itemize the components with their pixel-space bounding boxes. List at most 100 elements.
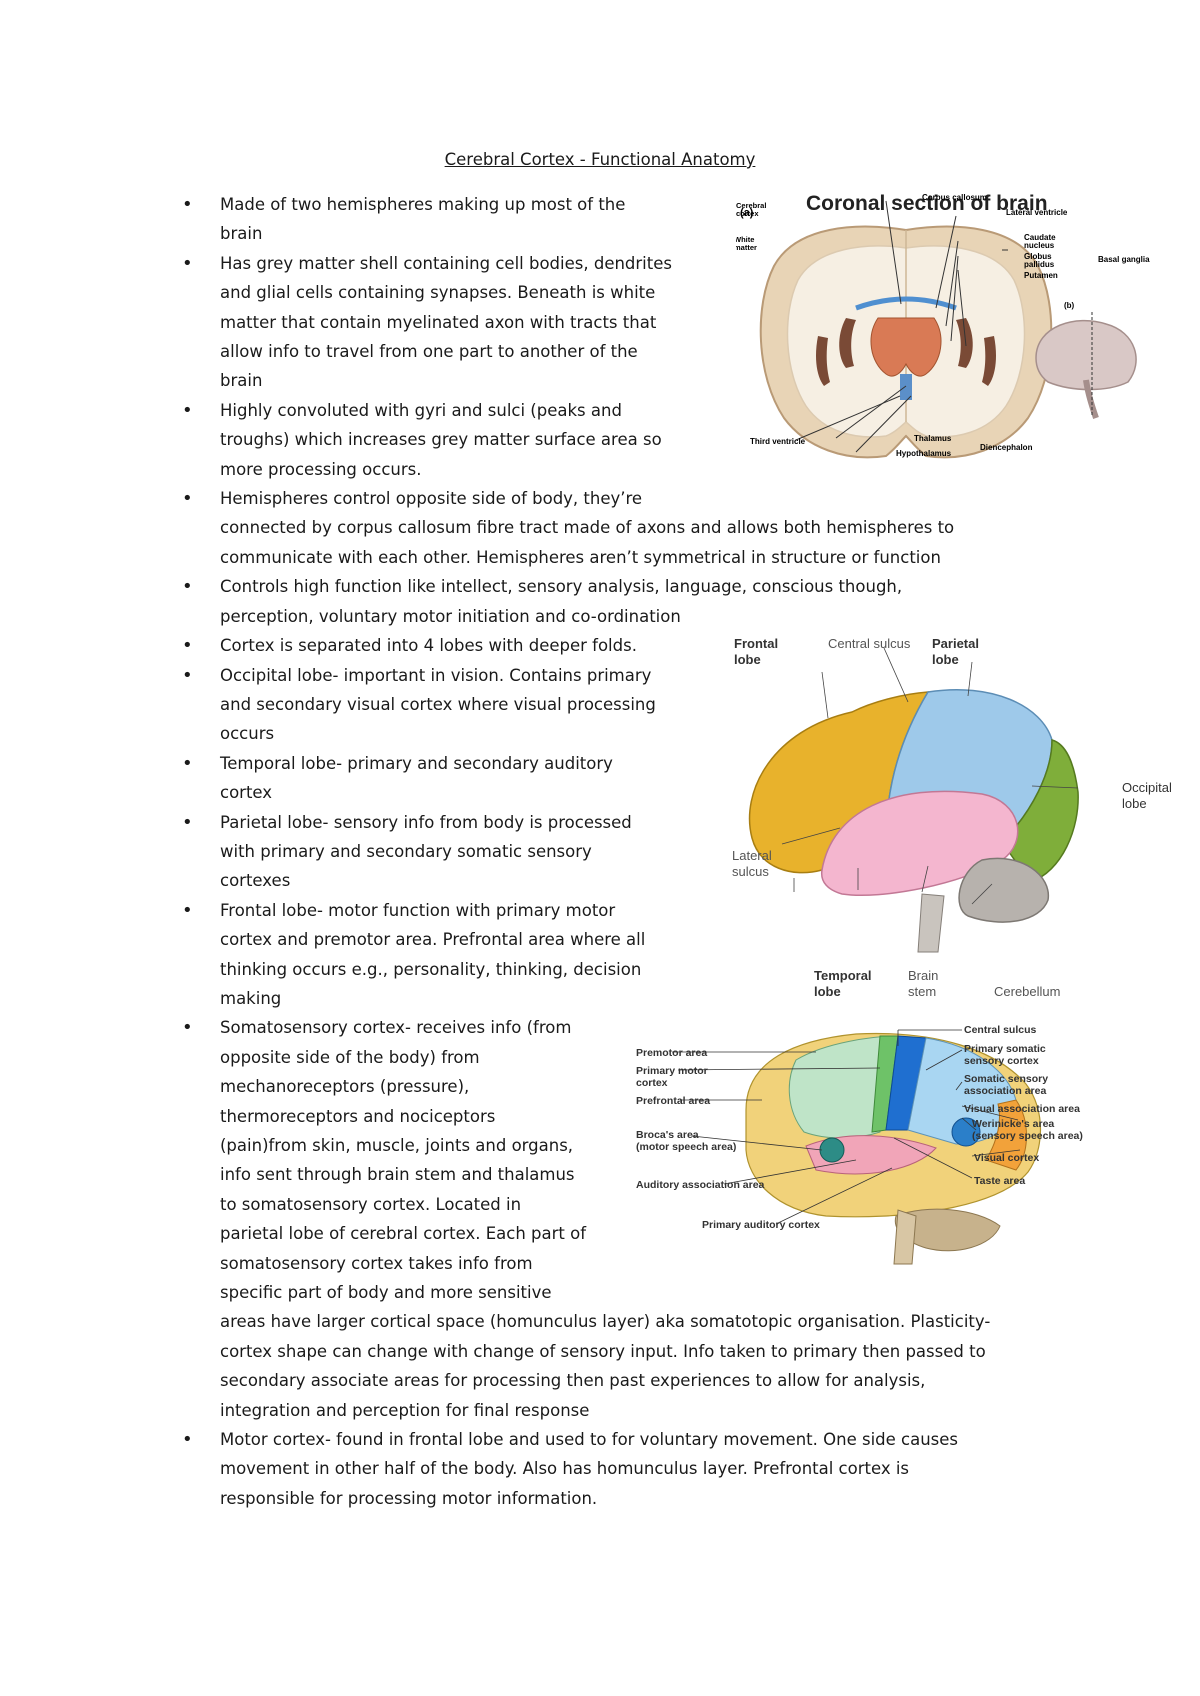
bullet-text-line: Temporal lobe- primary and secondary aud… bbox=[220, 753, 613, 773]
bullet-text-line: Occipital lobe- important in vision. Con… bbox=[220, 665, 652, 685]
bullet-text-line: brain bbox=[220, 371, 263, 391]
label-areas-central-sulcus: Central sulcus bbox=[964, 1024, 1037, 1036]
bullet-item: Parietal lobe- sensory info from body is… bbox=[182, 808, 1062, 896]
bullet-text-line: allow info to travel from one part to an… bbox=[220, 342, 638, 362]
bullet-text-line: secondary associate areas for processing… bbox=[220, 1371, 926, 1391]
page-title: Cerebral Cortex - Functional Anatomy bbox=[444, 150, 756, 169]
bullet-item: Motor cortex- found in frontal lobe and … bbox=[182, 1425, 1062, 1513]
label-brocas-area: Broca's area (motor speech area) bbox=[636, 1129, 736, 1153]
brain-lobes-figure: Frontal lobe Central sulcus Parietal lob… bbox=[732, 636, 1175, 999]
label-thalamus: Thalamus bbox=[914, 434, 952, 443]
label-temporal-lobe: Temporal lobe bbox=[814, 968, 875, 999]
lobes-brain-drawing bbox=[748, 688, 1079, 953]
bullet-text-line: and glial cells containing synapses. Ben… bbox=[220, 283, 656, 303]
label-primary-auditory-cortex: Primary auditory cortex bbox=[702, 1219, 820, 1231]
label-auditory-association-area: Auditory association area bbox=[636, 1179, 765, 1191]
label-parietal-lobe: Parietal lobe bbox=[932, 636, 983, 667]
bullet-list: Made of two hemispheres making up most o… bbox=[182, 190, 1062, 1513]
bullet-item: Made of two hemispheres making up most o… bbox=[182, 190, 1062, 249]
bullet-text-line: connected by corpus callosum fibre tract… bbox=[220, 518, 955, 538]
bullet-text-line: perception, voluntary motor initiation a… bbox=[220, 606, 681, 626]
bullet-text-line: brain bbox=[220, 224, 263, 244]
bullet-text-line: Somatosensory cortex- receives info (fro… bbox=[220, 1018, 572, 1038]
lobes-leader-lines bbox=[781, 647, 1079, 905]
coronal-leader-lines bbox=[795, 200, 1008, 453]
label-cerebral-cortex: Cerebral cortex bbox=[736, 201, 769, 218]
label-lateral-ventricle: Lateral ventricle bbox=[1006, 208, 1068, 217]
label-caudate-nucleus: Caudate nucleus bbox=[1024, 233, 1058, 250]
label-basal-ganglia: Basal ganglia bbox=[1098, 255, 1150, 264]
label-prefrontal-area: Prefrontal area bbox=[636, 1095, 710, 1107]
bullet-text-line: (pain)from skin, muscle, joints and orga… bbox=[220, 1136, 574, 1155]
panel-a-label: (a) bbox=[740, 207, 754, 219]
bullet-text-line: cortex bbox=[220, 783, 273, 803]
bullet-text-line: more processing occurs. bbox=[220, 459, 422, 479]
label-corpus-callosum: Corpus callosum bbox=[922, 193, 987, 202]
label-diencephalon: Diencephalon bbox=[980, 443, 1033, 452]
bullet-text-line: specific part of body and more sensitive bbox=[220, 1283, 552, 1303]
bullet-text-line: Controls high function like intellect, s… bbox=[220, 577, 903, 597]
label-frontal-lobe: Frontal lobe bbox=[734, 636, 782, 667]
bullet-text-line: communicate with each other. Hemispheres… bbox=[220, 547, 941, 567]
sagittal-brain-thumbnail bbox=[1035, 312, 1137, 419]
bullet-text-line: cortex shape can change with change of s… bbox=[220, 1341, 986, 1361]
bullet-text-line: matter that contain myelinated axon with… bbox=[220, 312, 657, 332]
coronal-section-figure: (a) Coronal section of brain bbox=[736, 192, 1150, 459]
bullet-item: Controls high function like intellect, s… bbox=[182, 572, 1062, 631]
label-primary-motor-cortex: Primary motor cortex bbox=[636, 1065, 711, 1089]
label-white-matter: White matter bbox=[736, 235, 757, 252]
label-cerebellum: Cerebellum bbox=[994, 984, 1060, 999]
bullet-text-line: parietal lobe of cerebral cortex. Each p… bbox=[220, 1224, 587, 1244]
bullet-text-line: somatosensory cortex takes info from bbox=[220, 1253, 533, 1273]
bullet-text-line: Hemispheres control opposite side of bod… bbox=[220, 489, 643, 509]
coronal-brain-slice bbox=[759, 225, 1053, 459]
coronal-heading: Coronal section of brain bbox=[806, 192, 1048, 215]
label-visual-cortex: Visual cortex bbox=[974, 1152, 1039, 1164]
bullet-text-line: areas have larger cortical space (homunc… bbox=[220, 1312, 991, 1332]
label-hypothalamus: Hypothalamus bbox=[896, 449, 952, 458]
bullet-item: Highly convoluted with gyri and sulci (p… bbox=[182, 396, 1062, 484]
bullet-text-line: making bbox=[220, 988, 282, 1008]
bullet-text-line: with primary and secondary somatic senso… bbox=[220, 841, 592, 861]
label-somatic-sensory-association-area: Somatic sensory association area bbox=[964, 1073, 1051, 1097]
bullet-text-line: occurs bbox=[220, 724, 275, 744]
bullet-text-line: troughs) which increases grey matter sur… bbox=[220, 430, 662, 450]
bullet-item: Cortex is separated into 4 lobes with de… bbox=[182, 631, 1062, 661]
label-lateral-sulcus: Lateral sulcus bbox=[732, 848, 775, 879]
label-occipital-lobe: Occipital lobe bbox=[1122, 780, 1175, 811]
bullet-text-line: cortexes bbox=[220, 871, 291, 891]
areas-leader-lines bbox=[672, 1029, 1021, 1225]
bullet-item: Hemispheres control opposite side of bod… bbox=[182, 484, 1062, 572]
bullet-text-line: thermoreceptors and nociceptors bbox=[220, 1106, 496, 1126]
bullet-text-line: Highly convoluted with gyri and sulci (p… bbox=[220, 400, 622, 420]
label-putamen: Putamen bbox=[1024, 271, 1058, 280]
bullet-text-line: info sent through brain stem and thalamu… bbox=[220, 1165, 575, 1185]
bullet-item: Frontal lobe- motor function with primar… bbox=[182, 896, 1062, 1014]
bullet-text-line: to somatosensory cortex. Located in bbox=[220, 1194, 522, 1214]
bullet-text-line: thinking occurs e.g., personality, think… bbox=[220, 959, 642, 979]
label-taste-area: Taste area bbox=[974, 1175, 1025, 1187]
areas-brain-drawing bbox=[745, 1032, 1041, 1265]
label-wernickes-area: Werinicke's area (sensory speech area) bbox=[972, 1118, 1083, 1142]
bullet-item: Somatosensory cortex- receives info (fro… bbox=[182, 1013, 1062, 1425]
functional-areas-figure: Central sulcus Primary somatic sensory c… bbox=[636, 1024, 1083, 1265]
bullet-text-line: Motor cortex- found in frontal lobe and … bbox=[220, 1430, 959, 1450]
label-primary-somatic-sensory-cortex: Primary somatic sensory cortex bbox=[964, 1043, 1049, 1067]
bullet-text-line: cortex and premotor area. Prefrontal are… bbox=[220, 930, 646, 950]
bullet-text-line: Parietal lobe- sensory info from body is… bbox=[220, 812, 632, 832]
bullet-text-line: integration and perception for final res… bbox=[220, 1400, 590, 1420]
label-brain-stem: Brain stem bbox=[908, 968, 942, 999]
bullet-text-line: Frontal lobe- motor function with primar… bbox=[220, 900, 616, 920]
panel-b-label: (b) bbox=[1064, 301, 1075, 310]
label-premotor-area: Premotor area bbox=[636, 1047, 707, 1059]
label-globus-pallidus: Globus pallidus bbox=[1024, 252, 1055, 269]
bullet-text-line: and secondary visual cortex where visual… bbox=[220, 694, 656, 714]
bullet-text-line: Has grey matter shell containing cell bo… bbox=[220, 253, 672, 273]
bullet-item: Occipital lobe- important in vision. Con… bbox=[182, 661, 1062, 749]
label-third-ventricle: Third ventricle bbox=[750, 437, 806, 446]
bullet-text-line: responsible for processing motor informa… bbox=[220, 1488, 598, 1508]
bullet-text-line: movement in other half of the body. Also… bbox=[220, 1459, 910, 1479]
bullet-text-line: Cortex is separated into 4 lobes with de… bbox=[220, 636, 637, 656]
bullet-text-line: opposite side of the body) from bbox=[220, 1047, 480, 1067]
